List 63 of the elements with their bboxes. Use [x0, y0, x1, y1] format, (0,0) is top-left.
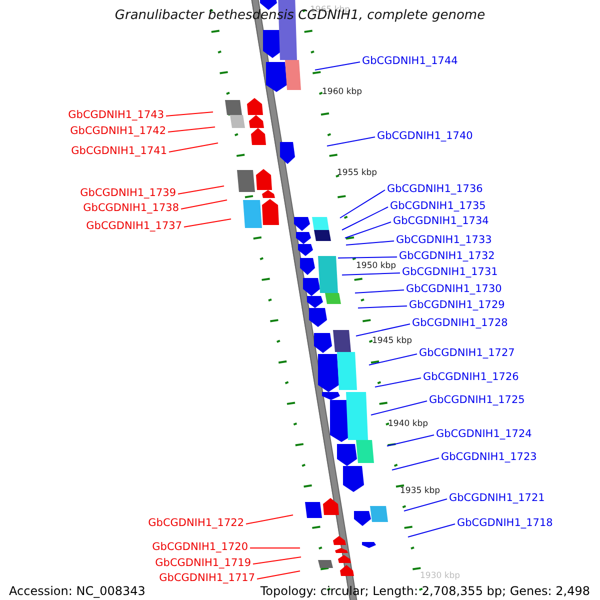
leader-line — [326, 136, 376, 146]
leader-line — [392, 458, 440, 470]
leader-line — [178, 186, 224, 194]
leader-line — [180, 200, 228, 210]
leader-line — [356, 324, 410, 336]
gene-label: GbCGDNIH1_1727 — [419, 347, 515, 359]
gene-label: GbCGDNIH1_1740 — [377, 130, 473, 142]
scale-label: 1950 kbp — [356, 261, 396, 271]
scale-label: 1940 kbp — [388, 419, 428, 429]
leader-line — [166, 112, 214, 116]
leader-line — [252, 556, 302, 564]
leader-line — [368, 354, 418, 366]
gene-label: GbCGDNIH1_1733 — [396, 234, 492, 246]
gene-label: GbCGDNIH1_1741 — [71, 145, 167, 157]
leader-line — [408, 524, 456, 538]
gene-label: GbCGDNIH1_1739 — [80, 187, 176, 199]
leader-line — [374, 378, 422, 388]
leader-line — [184, 218, 232, 228]
leader-line — [314, 62, 360, 70]
leader-line — [342, 206, 388, 230]
leader-line — [386, 434, 434, 446]
gene-label: GbCGDNIH1_1721 — [449, 492, 545, 504]
leader-line — [340, 190, 386, 218]
leader-line — [354, 290, 404, 294]
gene-label: GbCGDNIH1_1728 — [412, 317, 508, 329]
leader-line — [256, 570, 300, 580]
gene-label: GbCGDNIH1_1735 — [390, 200, 486, 212]
gene-label: GbCGDNIH1_1732 — [399, 250, 495, 262]
leader-line — [168, 142, 218, 152]
footer-text: Accession: NC_008343 — [9, 585, 146, 597]
gene-label: GbCGDNIH1_1738 — [83, 202, 179, 214]
scale-label: 1930 kbp — [420, 571, 460, 581]
leader-line — [358, 306, 408, 308]
gene-label: GbCGDNIH1_1743 — [68, 109, 164, 121]
gene-label: GbCGDNIH1_1717 — [159, 572, 255, 584]
leader-line — [370, 400, 428, 416]
leader-line — [246, 514, 294, 524]
gene-label: GbCGDNIH1_1719 — [155, 557, 251, 569]
leader-line — [344, 222, 392, 238]
scale-label: 1960 kbp — [322, 87, 362, 97]
scale-label: 1935 kbp — [400, 486, 440, 496]
gene-label: GbCGDNIH1_1734 — [393, 215, 489, 227]
gene-label: GbCGDNIH1_1724 — [436, 428, 532, 440]
gene-label: GbCGDNIH1_1731 — [402, 266, 498, 278]
leader-line — [346, 240, 394, 246]
gene-label: GbCGDNIH1_1722 — [148, 517, 244, 529]
gene-label: GbCGDNIH1_1737 — [86, 220, 182, 232]
gene-label: GbCGDNIH1_1744 — [362, 55, 458, 67]
gene-label: GbCGDNIH1_1729 — [409, 299, 505, 311]
gene-label: GbCGDNIH1_1736 — [387, 183, 483, 195]
gene-label: GbCGDNIH1_1723 — [441, 451, 537, 463]
gene-label: GbCGDNIH1_1725 — [429, 394, 525, 406]
leader-line — [342, 272, 400, 276]
leader-line — [168, 126, 216, 132]
gene-label: GbCGDNIH1_1726 — [423, 371, 519, 383]
gene-label: GbCGDNIH1_1718 — [457, 517, 553, 529]
gene-label: GbCGDNIH1_1720 — [152, 541, 248, 553]
leader-line — [338, 256, 398, 258]
gene-label: GbCGDNIH1_1730 — [406, 283, 502, 295]
gene-label: GbCGDNIH1_1742 — [70, 125, 166, 137]
scale-label: 1945 kbp — [372, 336, 412, 346]
scale-label: 1955 kbp — [337, 168, 378, 178]
leader-line — [404, 498, 448, 512]
